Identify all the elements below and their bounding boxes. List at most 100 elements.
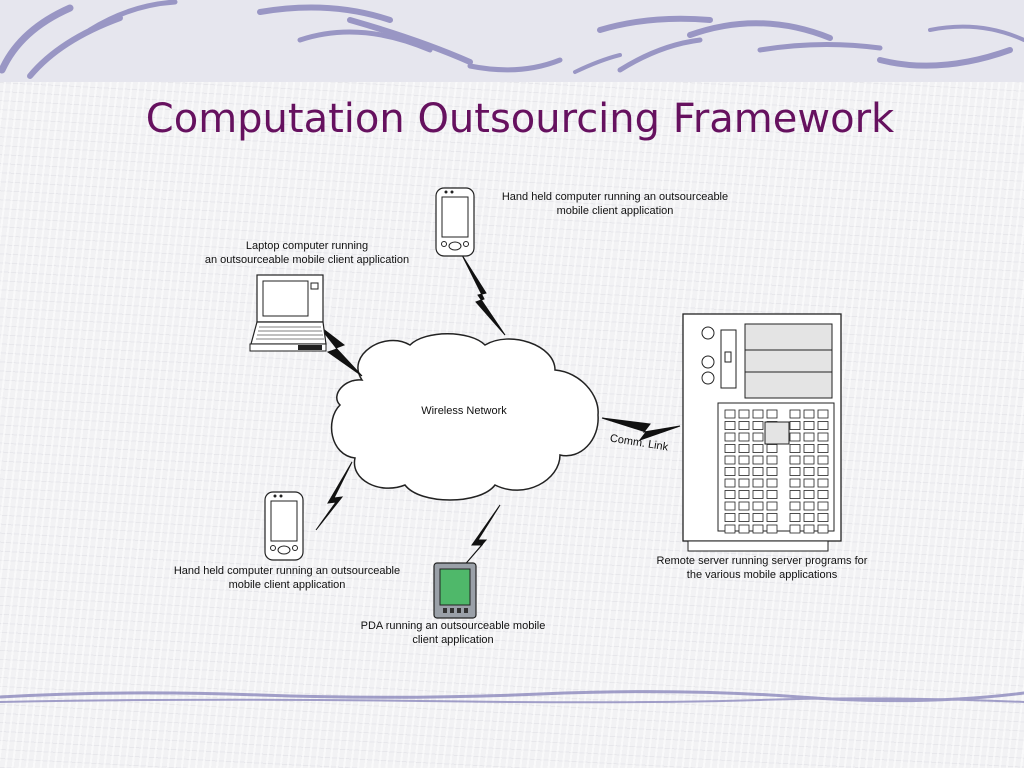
server-key	[803, 513, 815, 522]
server-key	[803, 524, 815, 534]
cloud-label: Wireless Network	[404, 404, 524, 418]
server-key	[789, 421, 801, 430]
pda-label: PDA running an outsourceable mobile clie…	[335, 619, 571, 647]
server-key	[817, 513, 829, 522]
server-key	[766, 524, 778, 534]
server-key	[817, 432, 829, 442]
server-key	[803, 409, 815, 419]
handheld-bottom-label-line1: Hand held computer running an outsourcea…	[173, 565, 401, 577]
remote-server	[682, 313, 842, 552]
link-server	[601, 417, 681, 442]
laptop-label-line1: Laptop computer running	[245, 240, 369, 252]
server-key-grid	[724, 409, 829, 534]
server-key	[789, 409, 801, 419]
handheld-bottom-device	[264, 491, 304, 561]
server-key	[803, 421, 815, 430]
server-key	[738, 409, 750, 419]
server-key	[817, 455, 829, 465]
server-key	[724, 421, 736, 430]
server-key	[738, 455, 750, 465]
server-key	[766, 409, 778, 419]
server-key	[766, 467, 778, 476]
link-handheld-bottom	[315, 461, 353, 531]
server-key	[803, 455, 815, 465]
laptop-device	[249, 274, 327, 352]
server-key	[803, 444, 815, 453]
laptop-label: Laptop computer running an outsourceable…	[180, 239, 434, 267]
server-key	[789, 524, 801, 534]
server-key	[766, 490, 778, 499]
server-key	[738, 444, 750, 453]
handheld-top-label: Hand held computer running an outsourcea…	[470, 190, 760, 218]
server-key	[817, 490, 829, 499]
slide-title: Computation Outsourcing Framework	[145, 96, 895, 142]
server-key	[789, 455, 801, 465]
server-key	[789, 432, 801, 442]
server-key	[738, 421, 750, 430]
pda-device	[433, 562, 477, 619]
server-label-line1: Remote server running server programs fo…	[656, 555, 868, 567]
server-key	[724, 524, 736, 534]
server-key	[789, 490, 801, 499]
server-key	[724, 490, 736, 499]
server-key	[789, 467, 801, 476]
server-key	[752, 444, 764, 453]
server-key	[752, 478, 764, 488]
server-key	[752, 467, 764, 476]
server-key	[817, 524, 829, 534]
server-key	[803, 432, 815, 442]
server-key	[817, 467, 829, 476]
server-key	[803, 490, 815, 499]
pda-label-line1: PDA running an outsourceable mobile	[360, 620, 546, 632]
server-key	[752, 513, 764, 522]
link-pda	[461, 504, 501, 569]
server-key	[752, 455, 764, 465]
server-key	[724, 478, 736, 488]
server-key	[752, 490, 764, 499]
handheld-top-label-line1: Hand held computer running an outsourcea…	[501, 191, 729, 203]
server-key	[817, 409, 829, 419]
server-key	[752, 409, 764, 419]
server-key	[789, 513, 801, 522]
server-key	[766, 501, 778, 511]
link-handheld-top	[461, 254, 506, 336]
wireless-network-cloud	[330, 333, 599, 501]
server-key	[724, 455, 736, 465]
server-key	[766, 444, 778, 453]
server-key	[766, 478, 778, 488]
server-key	[724, 467, 736, 476]
handheld-top-device	[435, 187, 475, 257]
server-key	[752, 501, 764, 511]
server-key	[752, 421, 764, 430]
server-key	[789, 478, 801, 488]
server-key	[817, 478, 829, 488]
server-key	[738, 513, 750, 522]
server-key	[752, 524, 764, 534]
server-key	[724, 409, 736, 419]
server-key	[738, 478, 750, 488]
handheld-bottom-label-line2: mobile client application	[228, 579, 346, 591]
server-key	[724, 432, 736, 442]
wireless-network-label: Wireless Network	[421, 405, 507, 417]
server-key	[752, 432, 764, 442]
server-label-line2: the various mobile applications	[686, 569, 838, 581]
server-key	[738, 501, 750, 511]
pda-label-line2: client application	[412, 634, 494, 646]
server-key	[817, 421, 829, 430]
server-key	[803, 467, 815, 476]
server-key	[738, 524, 750, 534]
handheld-bottom-label: Hand held computer running an outsourcea…	[142, 564, 432, 592]
server-key	[817, 501, 829, 511]
server-key	[738, 432, 750, 442]
server-key	[766, 455, 778, 465]
server-key	[789, 444, 801, 453]
server-key	[724, 501, 736, 511]
server-label: Remote server running server programs fo…	[630, 554, 894, 582]
handheld-top-label-line2: mobile client application	[556, 205, 674, 217]
link-laptop	[317, 324, 363, 377]
server-key	[789, 501, 801, 511]
server-key	[738, 467, 750, 476]
server-key	[766, 513, 778, 522]
